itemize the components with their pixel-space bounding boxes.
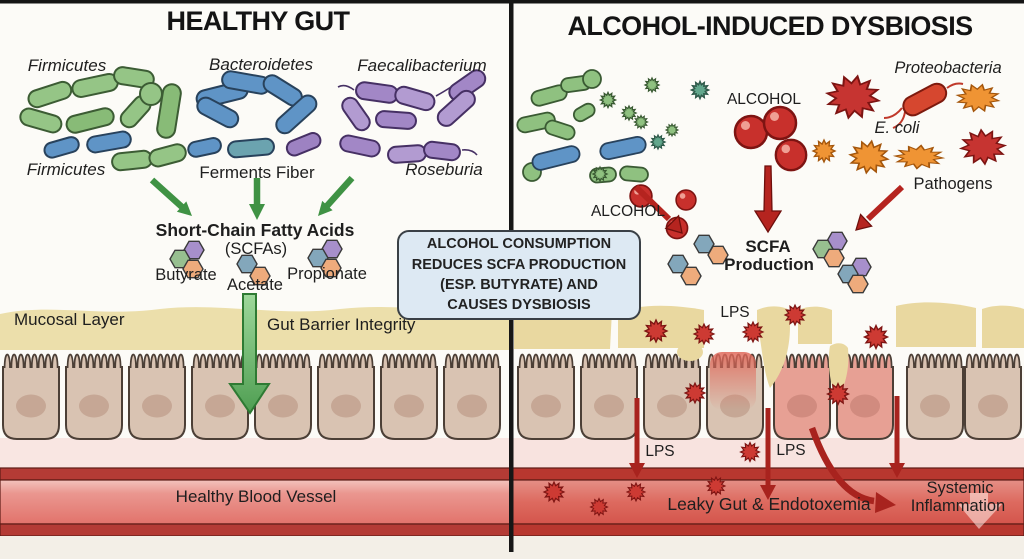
firmicutes-bottom-label: Firmicutes (26, 160, 106, 179)
central-summary-box: ALCOHOL CONSUMPTION REDUCES SCFA PRODUCT… (397, 230, 641, 320)
mucosal-layer-label: Mucosal Layer (14, 310, 125, 329)
pathogen-cluster (812, 71, 1014, 177)
lps-top-label: LPS (720, 304, 750, 321)
lamina-propria-left (0, 438, 510, 468)
systemic-inflammation-line2: Inflammation (910, 497, 1006, 515)
lps-left-label: LPS (645, 443, 675, 460)
firmicutes-top-label: Firmicutes (27, 56, 107, 75)
alcohol-top-label: ALCOHOL (726, 91, 802, 108)
lps-right-label: LPS (776, 442, 806, 459)
scfa-arrows (149, 175, 355, 220)
summary-line-3: (ESP. BUTYRATE) AND (440, 277, 598, 293)
alcohol-side-label: ALCOHOL (590, 203, 666, 220)
faecalibacterium-label: Faecalibacterium (357, 56, 487, 75)
right-panel-title: ALCOHOL-INDUCED DYSBIOSIS (567, 11, 973, 41)
e-coli-label: E. coli (874, 119, 920, 137)
roseburia-label: Roseburia (405, 160, 483, 179)
faecalibacterium-cluster (337, 69, 487, 164)
leaky-gut-label: Leaky Gut & Endotoxemia (667, 494, 871, 514)
mixed-blue-rods-left (43, 130, 132, 159)
fragmented-bacteria-cluster (516, 69, 710, 184)
butyrate-label: Butyrate (155, 266, 217, 284)
pathogens-label: Pathogens (913, 175, 993, 193)
scfa-production-line2: Production (724, 255, 814, 274)
acetate-label: Acetate (227, 276, 283, 294)
e-coli-icon (883, 82, 964, 129)
summary-line-4: CAUSES DYSBIOSIS (447, 297, 591, 314)
blood-vessel-left (0, 467, 511, 537)
scfa-subtitle-label: (SCFAs) (224, 240, 288, 258)
propionate-label: Propionate (287, 265, 367, 283)
watermark-arrow (958, 493, 1002, 529)
gut-barrier-label: Gut Barrier Integrity (267, 315, 416, 334)
summary-line-1: ALCOHOL CONSUMPTION (426, 236, 612, 253)
summary-line-2: REDUCES SCFA PRODUCTION (411, 256, 627, 273)
proteobacteria-label: Proteobacteria (894, 59, 1002, 77)
firmicutes-cluster (19, 66, 187, 172)
healthy-vessel-label: Healthy Blood Vessel (175, 487, 337, 506)
ferments-fiber-label: Ferments Fiber (199, 163, 315, 182)
gut-barrier-arrow (228, 293, 271, 415)
scfa-title-label: Short-Chain Fatty Acids (155, 220, 355, 240)
dysbiosis-arrows (633, 165, 905, 234)
epithelium-right-damaged (518, 343, 1021, 439)
left-panel-title: HEALTHY GUT (166, 6, 351, 36)
scfa-production-line1: SCFA (745, 237, 791, 256)
lps-translocation-arrows (629, 396, 905, 513)
systemic-inflammation-line1: Systemic (926, 479, 994, 497)
bacteroidetes-label: Bacteroidetes (209, 55, 313, 74)
bacteroidetes-cluster (187, 70, 322, 159)
